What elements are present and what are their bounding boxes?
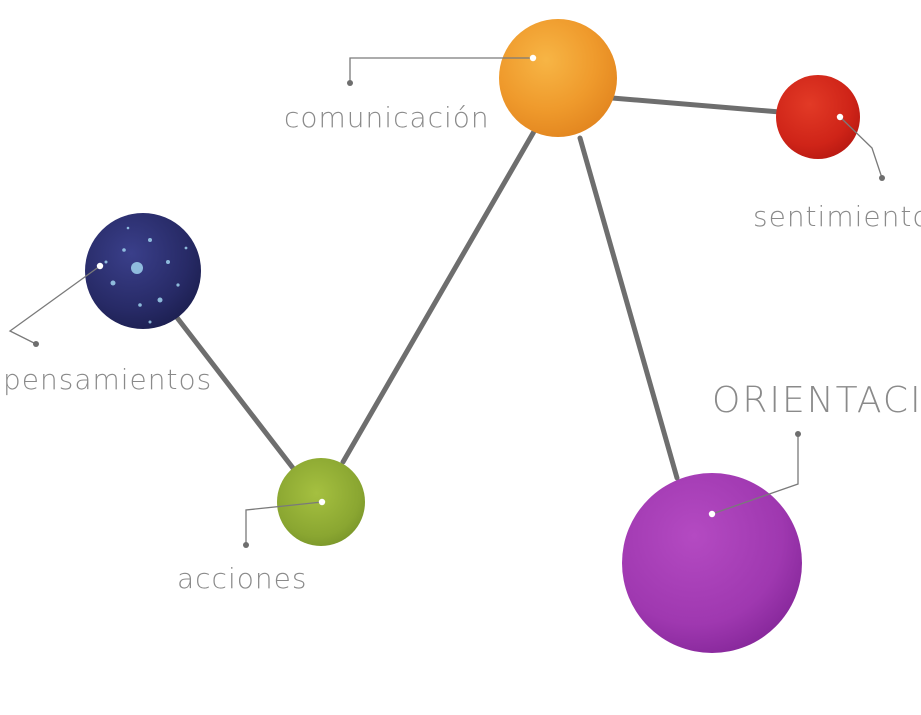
acciones-anchor	[318, 498, 326, 506]
node-orientacion	[622, 473, 802, 653]
orientacion-anchor	[708, 510, 716, 518]
edge-acciones-comunicacion	[340, 125, 539, 465]
comunicacion-end	[347, 80, 353, 86]
acciones-label: acciones	[177, 562, 307, 595]
orientacion-end	[795, 431, 801, 437]
leader-pensamientos	[8, 265, 101, 345]
pensamientos-end	[33, 341, 39, 347]
pensamientos-circle	[85, 213, 201, 329]
sentimientos-circle	[776, 75, 860, 159]
comunicacion-anchor	[529, 54, 537, 62]
leader-orientacion	[711, 434, 799, 515]
edges	[172, 95, 783, 481]
pensamientos-label: pensamientos	[3, 363, 212, 396]
node-pensamientos	[85, 213, 201, 329]
sentimientos-end	[879, 175, 885, 181]
edge-comunicacion-orientacion	[577, 135, 680, 481]
pensamientos-speckles	[104, 226, 188, 324]
comunicacion-label: comunicación	[284, 101, 490, 134]
pensamientos-anchor	[96, 262, 104, 270]
sentimientos-anchor	[836, 113, 844, 121]
end-dots	[33, 80, 885, 548]
anchor-dots	[96, 54, 844, 518]
sentimientos-label: sentimientos	[753, 200, 921, 233]
leader-acciones	[245, 501, 323, 545]
edge-pensamientos-acciones	[172, 312, 299, 475]
orientacion-circle	[622, 473, 802, 653]
orientacion-label: ORIENTACIÓN	[712, 379, 921, 421]
node-comunicacion	[499, 19, 617, 137]
edge-comunicacion-sentimientos	[609, 95, 783, 115]
leaders	[8, 57, 883, 545]
leader-sentimientos	[839, 116, 883, 179]
leader-comunicacion	[349, 57, 533, 83]
node-sentimientos	[776, 75, 860, 159]
comunicacion-circle	[499, 19, 617, 137]
acciones-end	[243, 542, 249, 548]
